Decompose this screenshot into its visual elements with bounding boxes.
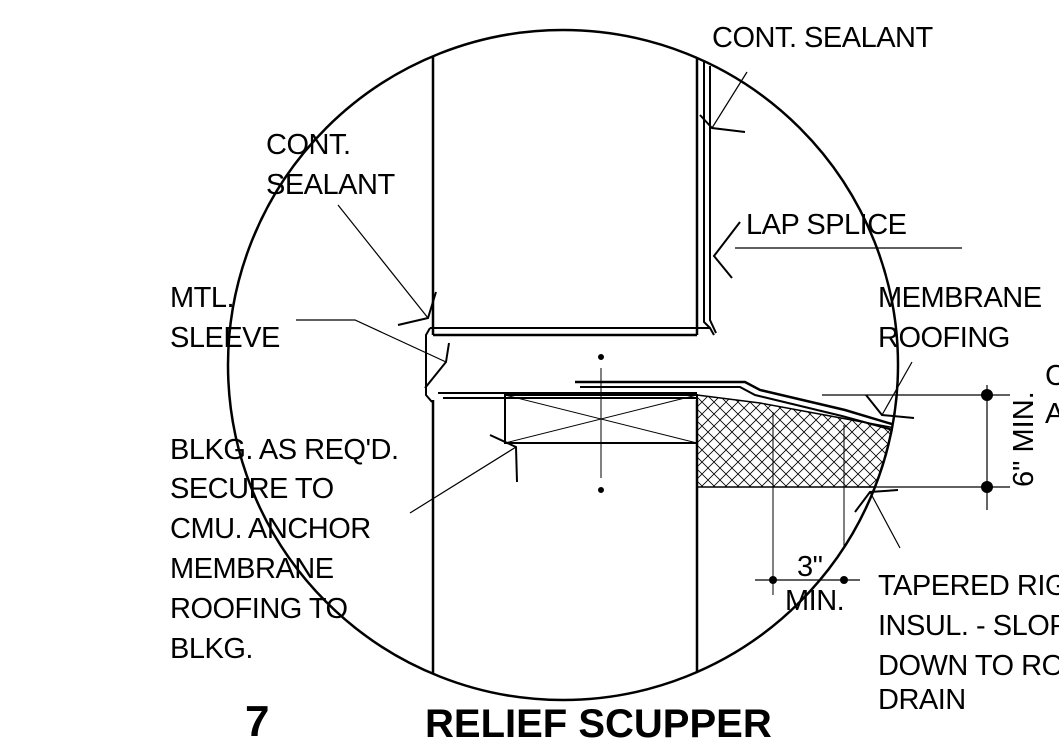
leader-membrane-arrow — [865, 394, 915, 419]
membrane-line-1 — [575, 380, 896, 427]
leader-sealant-top — [711, 71, 748, 129]
label-cropped-right-2: A — [1045, 398, 1059, 430]
label-three-inch: 3" — [797, 551, 823, 583]
label-tapered-3: DOWN TO RO — [878, 650, 1059, 682]
label-blkg-5: ROOFING TO — [170, 593, 348, 625]
label-cont-sealant-top: CONT. SEALANT — [712, 22, 933, 54]
label-mtl-sleeve-1: MTL. — [170, 282, 235, 314]
flashing-vertical — [703, 60, 711, 329]
six-min-label: 6" MIN. — [1008, 391, 1040, 487]
label-blkg-6: BLKG. — [170, 633, 253, 665]
scupper-detail-drawing: 6" MIN. — [226, 28, 1040, 702]
flashing-vertical-2 — [709, 66, 717, 334]
leader-membrane — [881, 361, 913, 416]
label-membrane-roofing-2: ROOFING — [878, 322, 1010, 354]
label-three-min: MIN. — [785, 585, 845, 617]
dim3-dot-right — [840, 576, 848, 584]
label-tapered-4: DRAIN — [878, 684, 966, 716]
label-tapered-2: INSUL. - SLOP — [878, 610, 1059, 642]
label-blkg-2: SECURE TO — [170, 473, 334, 505]
leader-lap-splice-arrow — [712, 221, 741, 279]
label-cont-sealant-left-2: SEALANT — [266, 169, 395, 201]
center-dot-bottom — [598, 487, 604, 493]
dim3-dot-left — [769, 576, 777, 584]
label-lap-splice: LAP SPLICE — [746, 209, 907, 241]
leader-sealant-left — [337, 204, 429, 319]
sleeve-left-edge — [425, 327, 433, 403]
leader-mtl-sleeve-arrow — [424, 342, 450, 389]
label-membrane-roofing-1: MEMBRANE — [878, 282, 1042, 314]
label-cropped-right-1: C — [1045, 360, 1059, 392]
label-cont-sealant-left-1: CONT. — [266, 129, 351, 161]
label-mtl-sleeve-2: SLEEVE — [170, 322, 280, 354]
leader-sealant-left-arrow — [397, 291, 437, 326]
dim6-dot-bottom — [981, 481, 993, 493]
detail-number: 7 — [245, 697, 270, 746]
tapered-insulation — [696, 394, 896, 488]
detail-circle — [226, 28, 900, 702]
dim6-dot-top — [981, 389, 993, 401]
detail-title: RELIEF SCUPPER — [425, 702, 772, 746]
label-blkg-4: MEMBRANE — [170, 553, 334, 585]
leader-mtl-sleeve — [296, 319, 447, 363]
leader-tapered-arrow — [854, 489, 899, 513]
leader-sealant-top-arrow — [699, 114, 746, 133]
label-blkg-1: BLKG. AS REQ'D. — [170, 434, 399, 466]
label-blkg-3: CMU. ANCHOR — [170, 513, 371, 545]
leader-blkg — [409, 446, 517, 514]
leader-blkg-arrow — [489, 434, 518, 483]
leader-tapered — [869, 491, 901, 549]
center-dot-top — [598, 354, 604, 360]
label-tapered-1: TAPERED RIG — [878, 570, 1059, 602]
